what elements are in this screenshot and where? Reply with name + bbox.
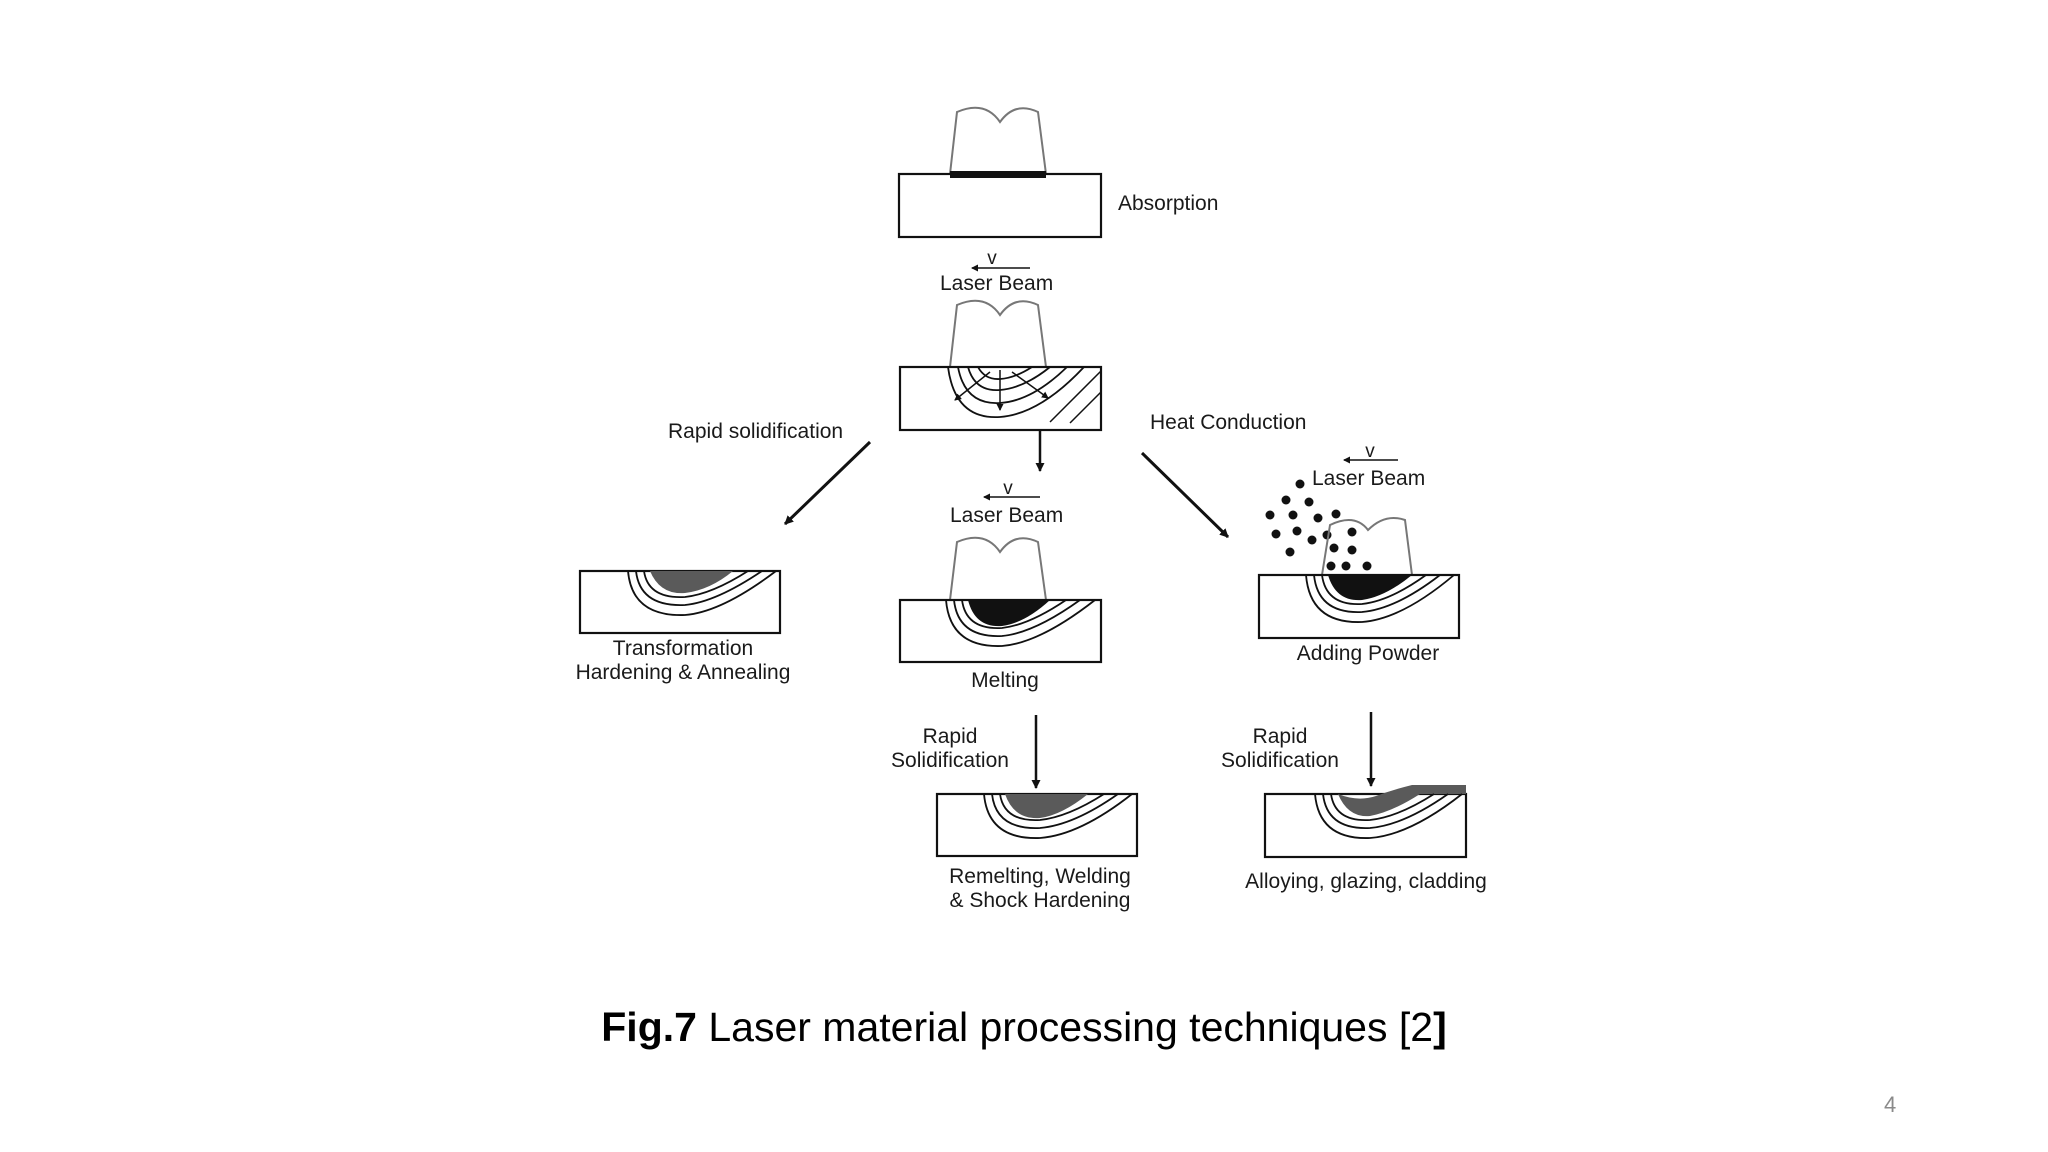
caption-bracket: ] bbox=[1433, 1004, 1447, 1050]
velocity-indicator-top: v Laser Beam bbox=[940, 248, 1053, 295]
absorbed-layer bbox=[950, 171, 1046, 178]
label-absorption: Absorption bbox=[1118, 192, 1218, 215]
melt-pool bbox=[968, 600, 1050, 627]
label-rapid-right-2: Solidification bbox=[1221, 749, 1339, 772]
label-rapid-right-1: Rapid bbox=[1253, 725, 1308, 748]
stage-transformation: Transformation Hardening & Annealing bbox=[576, 569, 791, 684]
label-adding-powder: Adding Powder bbox=[1297, 642, 1439, 665]
powder-particles bbox=[1265, 479, 1372, 571]
melt-pool bbox=[1328, 575, 1412, 601]
label-heat-conduction: Heat Conduction bbox=[1150, 411, 1306, 434]
caption-fig-number: Fig.7 bbox=[601, 1004, 697, 1050]
workpiece bbox=[897, 172, 1103, 239]
arrow-to-powder bbox=[1140, 451, 1230, 539]
velocity-label: v bbox=[1003, 478, 1013, 499]
label-rapid-solidification: Rapid solidification bbox=[668, 420, 843, 443]
label-remelting-1: Remelting, Welding bbox=[949, 865, 1131, 888]
caption-text: Laser material processing techniques [2 bbox=[696, 1004, 1434, 1050]
resolidified-zone bbox=[1005, 794, 1088, 819]
label-laser-beam-top: Laser Beam bbox=[940, 272, 1053, 295]
label-rapid-center-2: Solidification bbox=[891, 749, 1009, 772]
laser-beam-shape bbox=[949, 536, 1047, 601]
label-alloying: Alloying, glazing, cladding bbox=[1245, 870, 1487, 893]
heat-affected-zone bbox=[650, 571, 733, 594]
label-remelting-2: & Shock Hardening bbox=[950, 889, 1131, 912]
velocity-label: v bbox=[987, 248, 997, 269]
stage-adding-powder: v Laser Beam Adding P bbox=[1257, 441, 1461, 665]
label-transformation-2: Hardening & Annealing bbox=[576, 661, 791, 684]
label-laser-beam-right: Laser Beam bbox=[1312, 467, 1425, 490]
cladding-layer bbox=[1338, 785, 1466, 817]
label-laser-beam-center: Laser Beam bbox=[950, 504, 1063, 527]
page-number: 4 bbox=[1884, 1092, 1897, 1117]
laser-beam-shape bbox=[949, 106, 1047, 175]
velocity-label: v bbox=[1365, 441, 1375, 462]
stage-heat bbox=[898, 299, 1103, 432]
arrow-to-transformation bbox=[783, 440, 872, 526]
stage-alloying: Alloying, glazing, cladding bbox=[1245, 785, 1487, 893]
figure-caption: Fig.7 Laser material processing techniqu… bbox=[0, 1004, 2048, 1051]
velocity-indicator-center: v Laser Beam bbox=[950, 478, 1063, 527]
laser-beam-shape bbox=[1321, 517, 1413, 576]
stage-melting: Melting bbox=[898, 536, 1103, 692]
label-melting: Melting bbox=[971, 669, 1039, 692]
stage-absorption: Absorption bbox=[897, 106, 1218, 239]
stage-remelting: Remelting, Welding & Shock Hardening bbox=[935, 792, 1139, 912]
label-rapid-center-1: Rapid bbox=[923, 725, 978, 748]
laser-beam-shape bbox=[949, 299, 1047, 368]
label-transformation-1: Transformation bbox=[613, 637, 753, 660]
